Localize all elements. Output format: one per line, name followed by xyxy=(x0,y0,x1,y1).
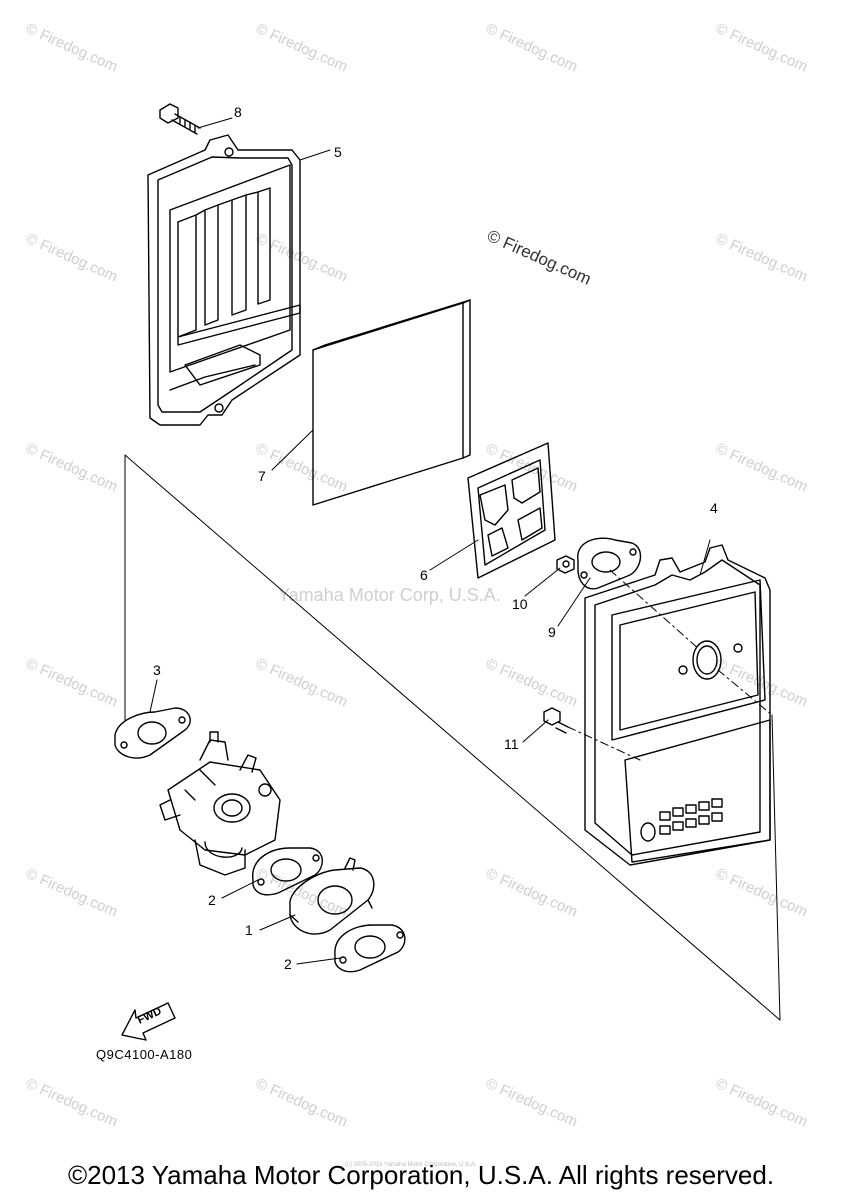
callout-1: 1 xyxy=(245,922,253,938)
part-case-body-4 xyxy=(584,544,771,866)
callout-2-lower: 2 xyxy=(284,956,292,972)
part-nut-10 xyxy=(556,555,575,574)
part-insulator-1 xyxy=(289,857,375,935)
callout-10: 10 xyxy=(512,596,528,612)
part-filter-element-7 xyxy=(312,299,471,506)
callout-8: 8 xyxy=(234,104,242,120)
callout-5: 5 xyxy=(334,144,342,160)
part-gasket-2-upper xyxy=(252,847,323,896)
callout-9: 9 xyxy=(548,624,556,640)
part-screen-6 xyxy=(467,442,556,579)
callout-2-upper: 2 xyxy=(208,892,216,908)
part-gasket-3 xyxy=(114,707,191,759)
part-bolt-8 xyxy=(159,103,201,135)
callout-7: 7 xyxy=(258,468,266,484)
assembly-lines xyxy=(124,454,781,1021)
diagram-code: Q9C4100-A180 xyxy=(96,1047,193,1062)
callout-4: 4 xyxy=(710,500,718,516)
callout-3: 3 xyxy=(153,662,161,678)
tiny-copyright: (c) 2005-2015 Yamaha Motor Corporation, … xyxy=(345,1162,477,1168)
center-watermark: Yamaha Motor Corp, U.S.A. xyxy=(278,585,501,605)
part-carburetor xyxy=(159,731,281,876)
part-gasket-2-lower xyxy=(334,924,406,973)
part-bolt-11 xyxy=(543,707,569,734)
leader-lines xyxy=(149,117,711,965)
callout-6: 6 xyxy=(420,567,428,583)
fwd-arrow-icon xyxy=(121,1002,176,1041)
callout-11: 11 xyxy=(504,736,519,752)
part-gasket-9 xyxy=(577,537,642,590)
part-air-cleaner-case-5 xyxy=(147,134,301,426)
copyright-footer: ©2013 Yamaha Motor Corporation, U.S.A. A… xyxy=(67,1160,775,1190)
